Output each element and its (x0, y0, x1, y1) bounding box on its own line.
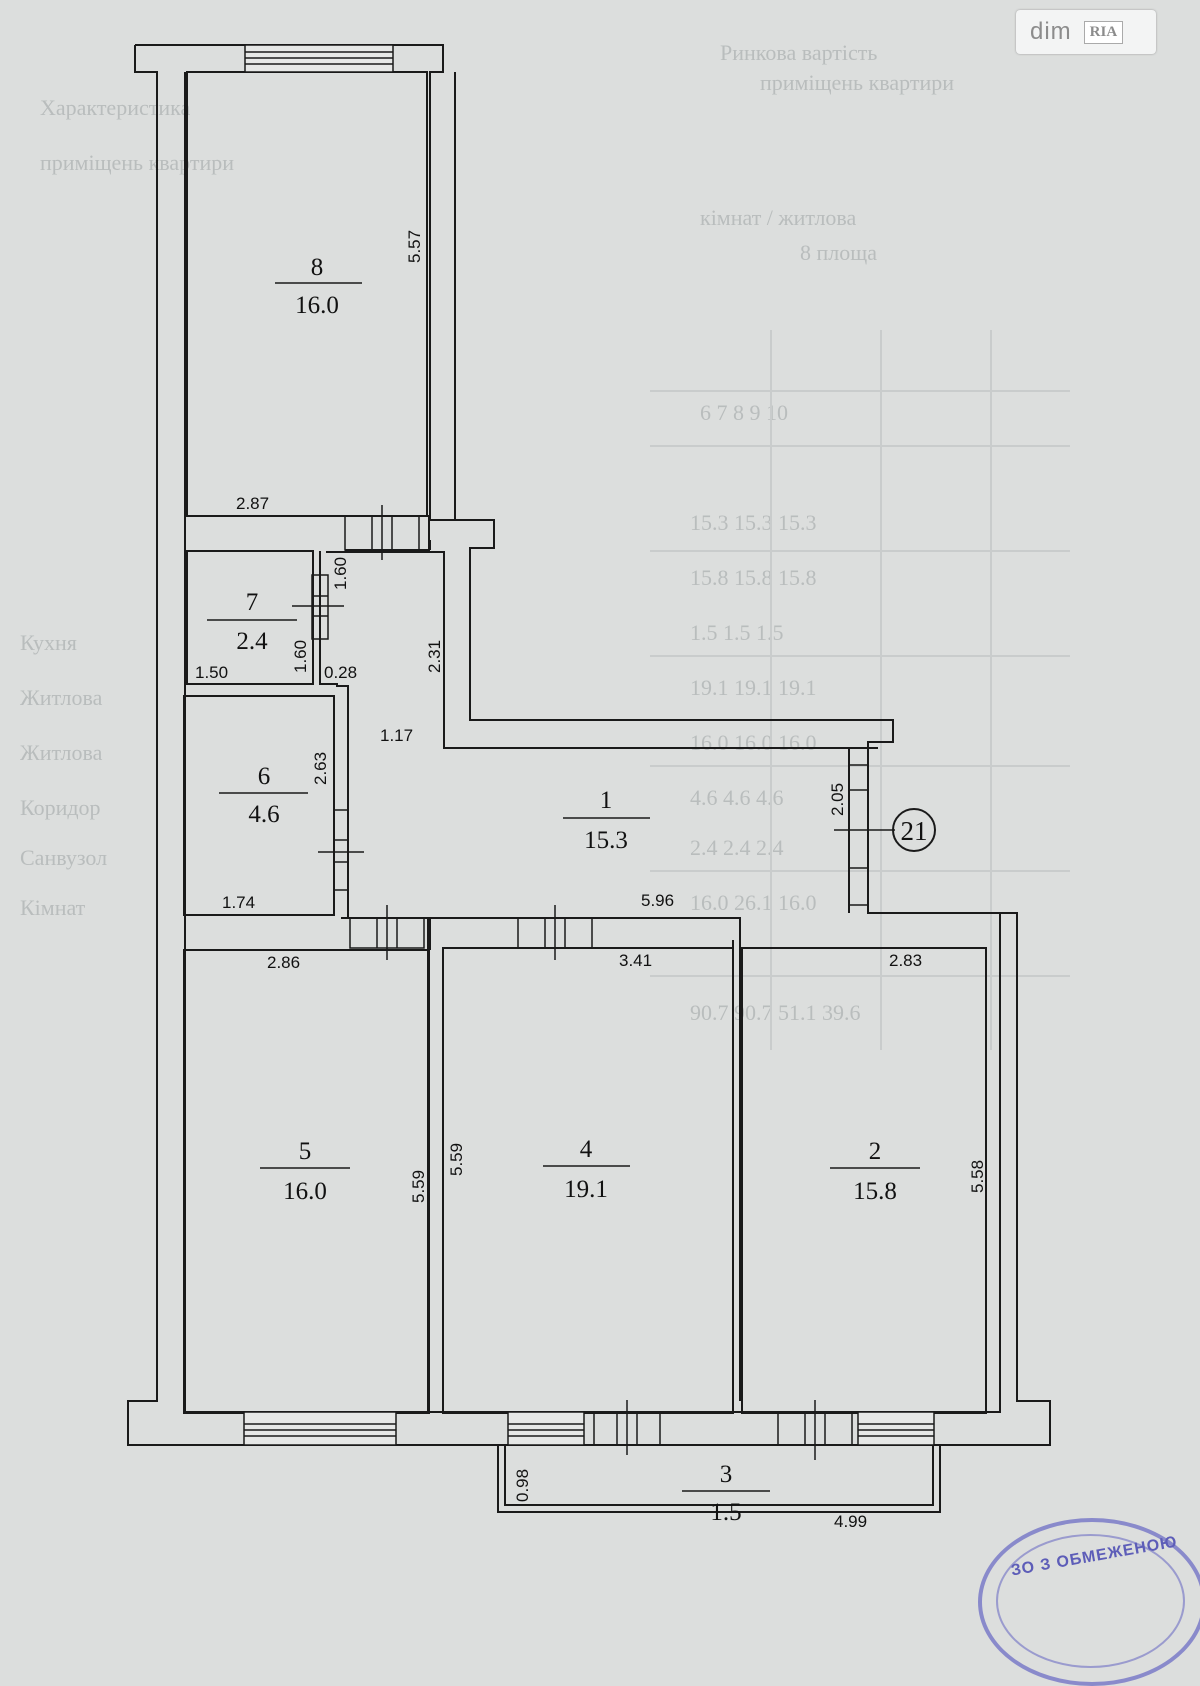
room-1-area: 15.3 (584, 827, 628, 854)
room-6-area: 4.6 (248, 801, 279, 828)
window-room-5 (243, 1411, 397, 1446)
room-7-area: 2.4 (236, 628, 268, 655)
dim-room4-length: 5.59 (447, 1143, 466, 1176)
outer-wall (127, 44, 1051, 1446)
room-7-outline (186, 550, 314, 685)
room-2-number: 2 (869, 1138, 882, 1165)
apartment-marker-circle (892, 808, 936, 852)
dim-hall-5-96: 5.96 (641, 891, 674, 910)
floor-plan: 8 16.0 7 2.4 6 4.6 1 15.3 5 16.0 4 19.1 … (127, 44, 1051, 1531)
door-room-6 (333, 809, 349, 891)
dim-room2-length: 5.58 (968, 1160, 987, 1193)
room-6-number: 6 (258, 763, 271, 790)
dim-room5-width: 2.86 (267, 953, 300, 972)
dim-room7-1-60: 1.60 (291, 640, 310, 673)
dim-room6-width: 1.74 (222, 893, 255, 912)
room-1-number: 1 (600, 787, 613, 814)
apartment-marker-number: 21 (901, 816, 928, 846)
window-room-4 (507, 1411, 585, 1446)
dim-room7-width: 1.50 (195, 663, 228, 682)
dim-room5-length: 5.59 (409, 1170, 428, 1203)
room-7-number: 7 (246, 589, 259, 616)
dim-hall-1-17: 1.17 (380, 726, 413, 745)
room-3-area: 1.5 (710, 1499, 741, 1526)
room-5-area: 16.0 (283, 1178, 327, 1205)
room-2-area: 15.8 (853, 1178, 897, 1205)
dim-balcony-length: 4.99 (834, 1512, 867, 1531)
dim-hall-2-31: 2.31 (425, 640, 444, 673)
dim-room4-width: 3.41 (619, 951, 652, 970)
brand-badge: RIA (1083, 20, 1124, 44)
room-6-outline (183, 695, 335, 916)
dim-room2-width: 2.83 (889, 951, 922, 970)
dim-room8-width: 2.87 (236, 494, 269, 513)
window-room-2 (857, 1411, 935, 1446)
dim-hall-0-28: 0.28 (324, 663, 357, 682)
dim-room8-length: 5.57 (405, 230, 424, 263)
dim-entry-2-05: 2.05 (828, 783, 847, 816)
room-8-area: 16.0 (295, 292, 339, 319)
door-room-7 (311, 574, 329, 640)
brand-name: dim (1030, 18, 1072, 45)
room-8-number: 8 (311, 254, 324, 281)
room-5-number: 5 (299, 1138, 312, 1165)
room-4-number: 4 (580, 1136, 593, 1163)
dim-hall-1-60: 1.60 (331, 557, 350, 590)
dim-room6-length: 2.63 (311, 752, 330, 785)
hall-walls (326, 551, 878, 749)
room-3-number: 3 (720, 1461, 733, 1488)
room-4-area: 19.1 (564, 1176, 608, 1203)
entrance-door (848, 764, 869, 906)
brand-watermark: dim RIA (1016, 10, 1156, 54)
dim-balcony-depth: 0.98 (513, 1469, 532, 1502)
